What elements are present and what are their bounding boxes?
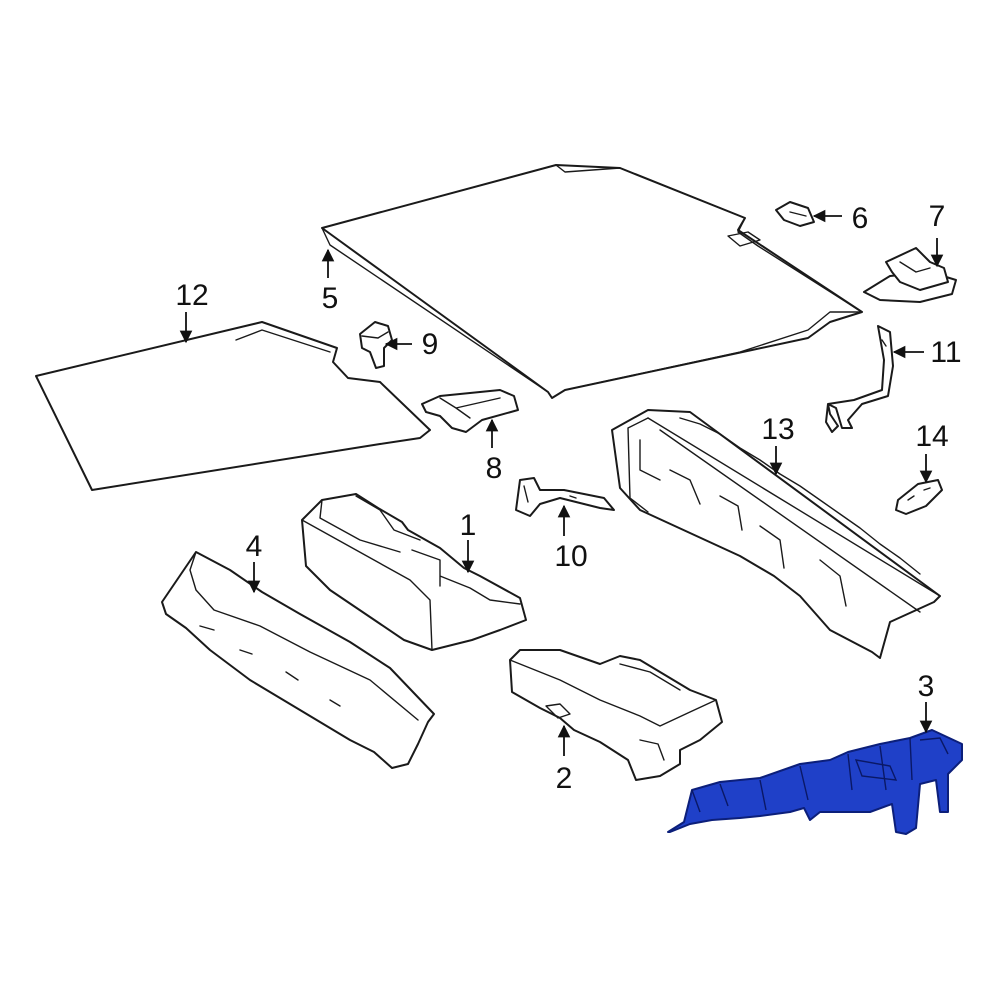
part-2-lower-tray[interactable] [509, 649, 723, 781]
callout-5: 5 [322, 282, 339, 315]
part-11-support-bracket[interactable] [825, 325, 894, 433]
callout-12: 12 [175, 279, 208, 312]
leader-lines [179, 209, 944, 756]
part-6-hook[interactable] [775, 201, 815, 227]
part-4-side-trim[interactable] [161, 551, 435, 769]
part-7-hinge-mount[interactable] [863, 247, 957, 303]
part-5-cargo-floor-panel[interactable] [321, 164, 863, 399]
part-10-mounting-bracket[interactable] [515, 477, 615, 517]
callout-9: 9 [422, 328, 439, 361]
callout-14: 14 [915, 420, 948, 453]
part-14-plug[interactable] [895, 479, 943, 515]
callout-6: 6 [852, 202, 869, 235]
callout-8: 8 [486, 452, 503, 485]
callout-7: 7 [929, 200, 946, 233]
part-3-rear-beam[interactable] [667, 729, 963, 835]
part-13-rear-panel-trim[interactable] [611, 409, 941, 659]
part-9-clip[interactable] [359, 321, 393, 369]
callout-11: 11 [930, 336, 961, 369]
part-1-storage-tray[interactable] [301, 493, 527, 651]
part-12-floor-mat[interactable] [35, 321, 431, 491]
callout-4: 4 [246, 530, 263, 563]
callout-2: 2 [556, 762, 573, 795]
part-8-bracket[interactable] [421, 389, 519, 433]
callout-3: 3 [918, 670, 935, 703]
callout-13: 13 [761, 413, 794, 446]
callout-1: 1 [460, 509, 477, 542]
callout-labels: 1 2 3 4 5 6 7 8 9 10 11 12 13 14 [175, 200, 961, 795]
callout-10: 10 [554, 540, 587, 573]
